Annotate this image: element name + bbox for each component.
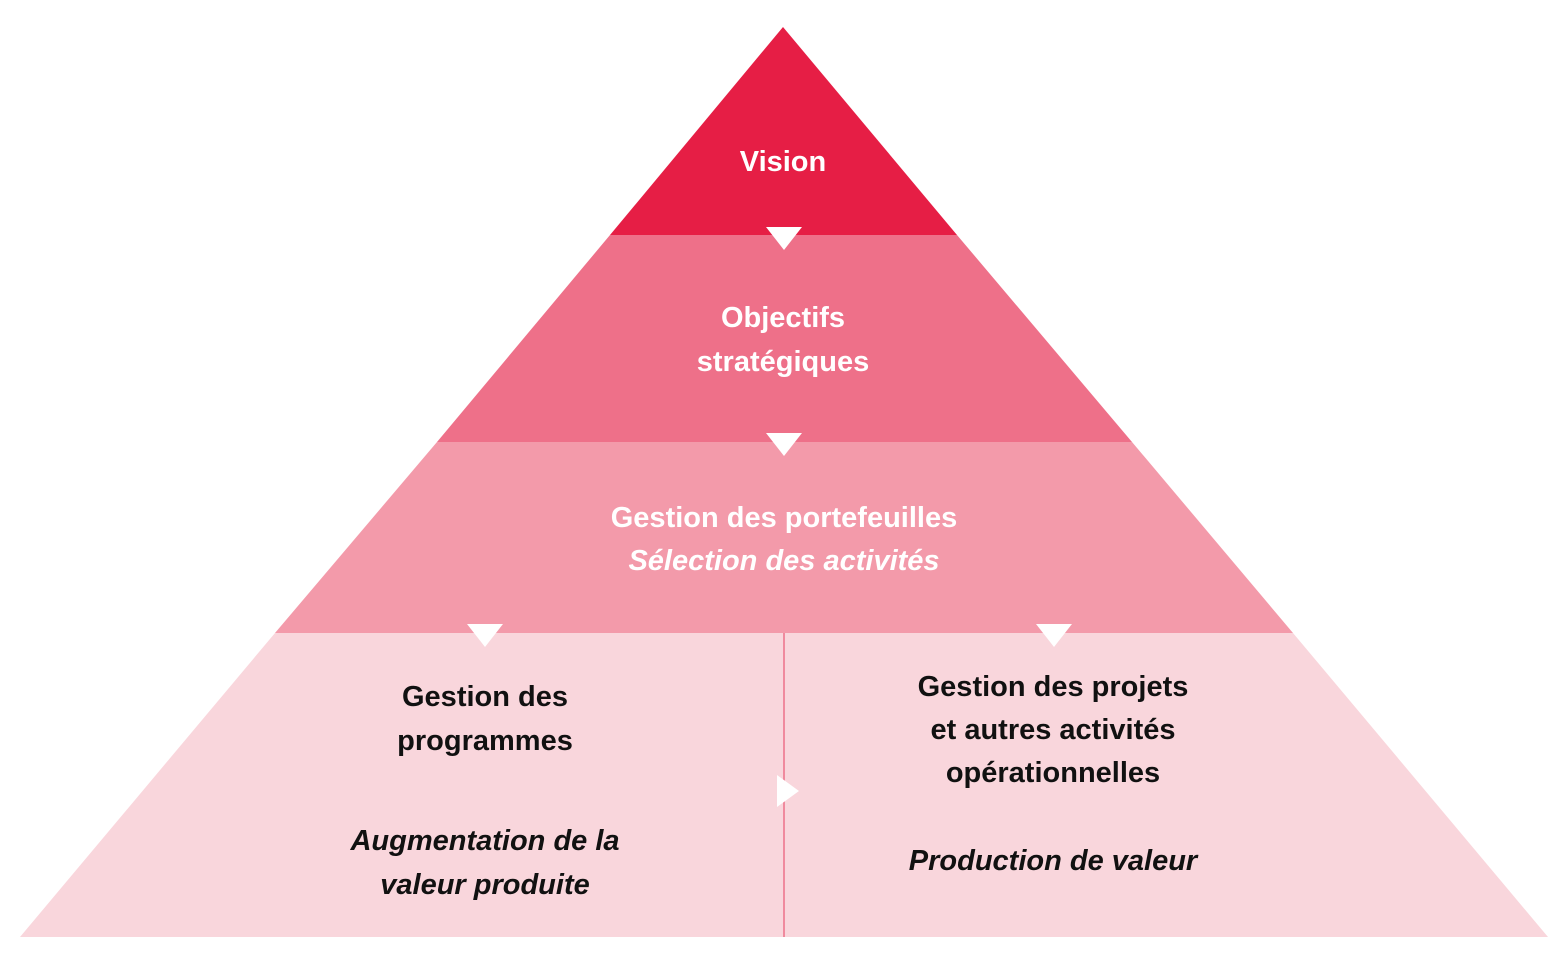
- arrow-right-icon: [777, 775, 799, 807]
- programs-label-line2: programmes: [397, 725, 573, 757]
- pyramid-tier-portfolio: [275, 442, 1293, 633]
- objectives-label-line1: Objectifs: [721, 302, 845, 334]
- arrow-down-icon: [1036, 624, 1072, 647]
- vision-label: Vision: [740, 146, 827, 178]
- arrow-down-icon: [467, 624, 503, 647]
- projects-label-line2: et autres activités: [930, 714, 1175, 746]
- programs-sublabel-line2: valeur produite: [380, 869, 590, 901]
- projects-sublabel: Production de valeur: [909, 845, 1199, 877]
- pyramid-tier-objectives: [437, 235, 1132, 442]
- arrow-down-icon: [766, 433, 802, 456]
- objectives-label-line2: stratégiques: [697, 346, 869, 378]
- programs-label-line1: Gestion des: [402, 681, 568, 713]
- portfolio-sublabel: Sélection des activités: [628, 545, 939, 577]
- projects-label-line1: Gestion des projets: [918, 671, 1189, 703]
- pyramid-tier-vision: [610, 27, 957, 235]
- programs-sublabel-line1: Augmentation de la: [349, 825, 619, 857]
- projects-label-line3: opérationnelles: [946, 757, 1160, 789]
- arrow-down-icon: [766, 227, 802, 250]
- portfolio-label: Gestion des portefeuilles: [611, 502, 957, 534]
